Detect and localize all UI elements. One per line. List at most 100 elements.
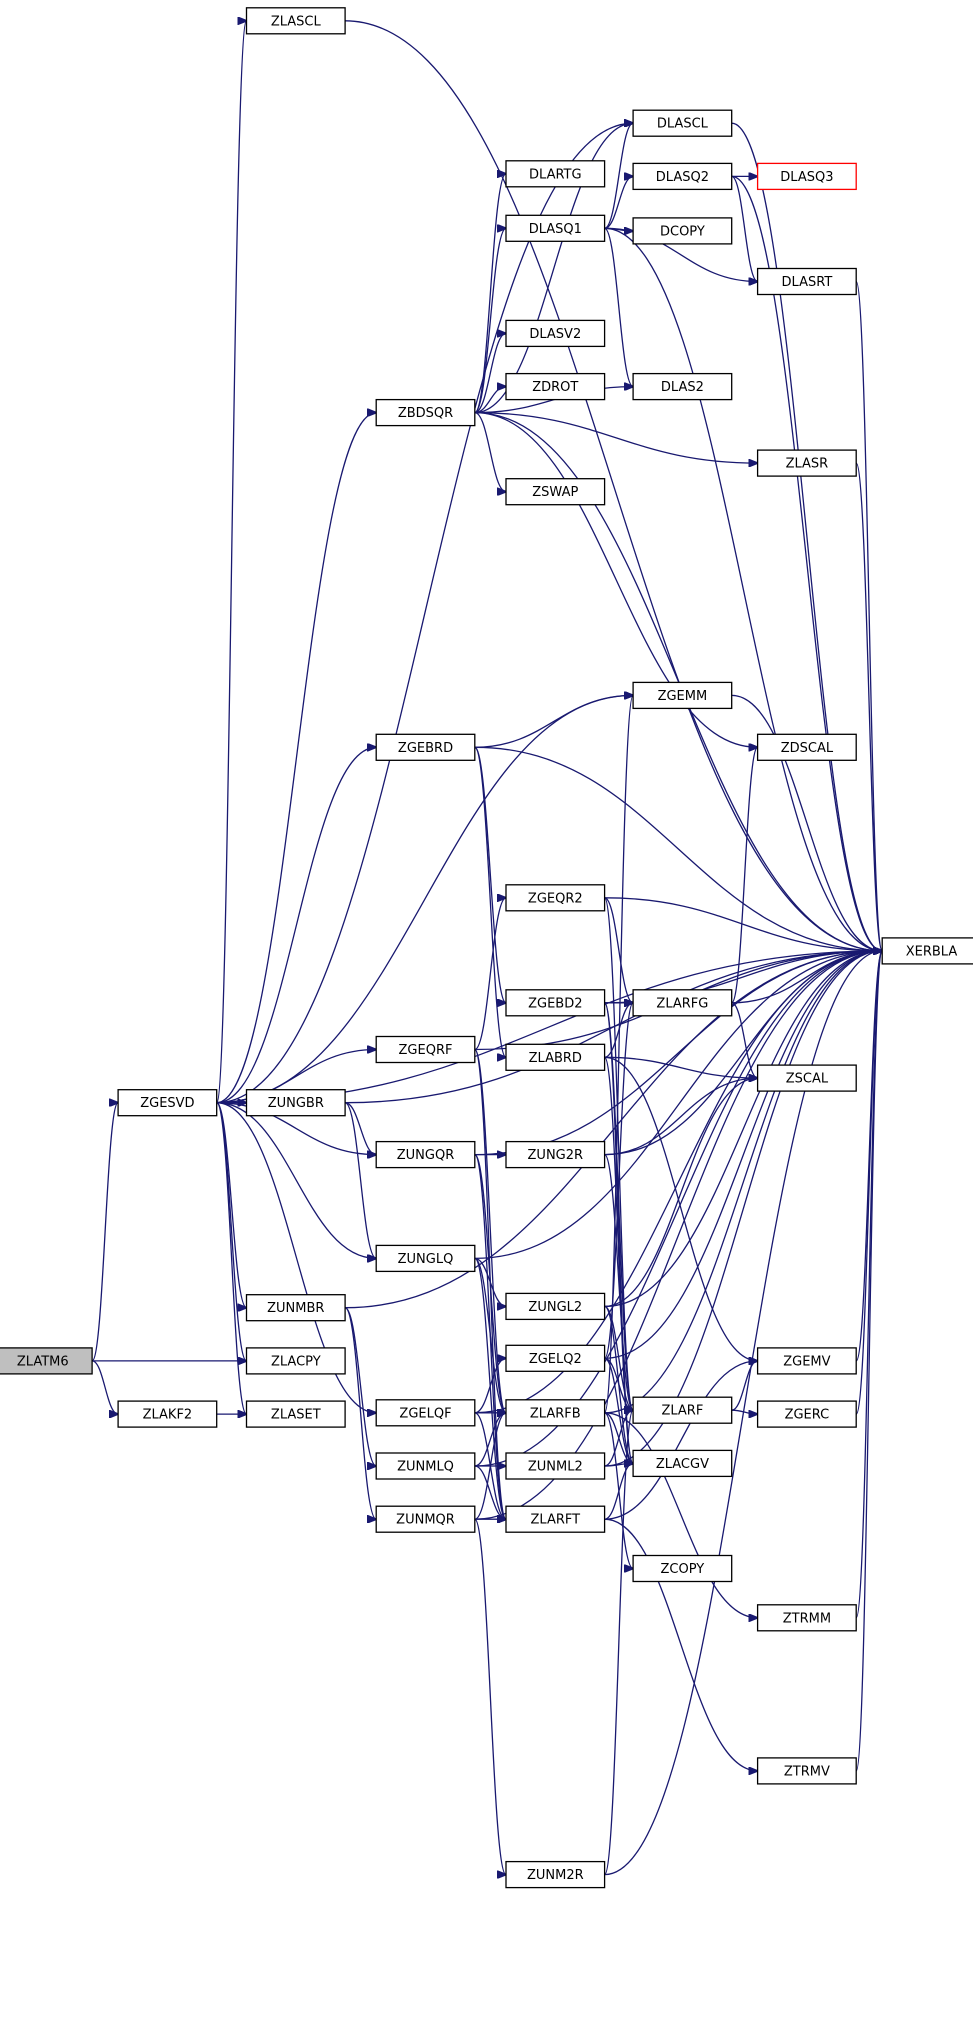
node-dlascl[interactable]: DLASCL [632,109,733,137]
node-xerbla[interactable]: XERBLA [881,937,973,965]
node-zgesvd[interactable]: ZGESVD [117,1089,218,1117]
node-zunmlq[interactable]: ZUNMLQ [375,1452,476,1480]
node-zung2r[interactable]: ZUNG2R [505,1140,606,1169]
node-box [375,1399,476,1427]
node-zlarfb[interactable]: ZLARFB [505,1399,606,1427]
node-zdrot[interactable]: ZDROT [505,372,606,401]
node-zgeqr2[interactable]: ZGEQR2 [505,884,606,912]
node-zungqr[interactable]: ZUNGQR [375,1140,476,1169]
edge-ztrmm-to-xerbla [855,951,882,1619]
edge-zung2r-to-zscal [604,1078,758,1156]
edge-zunglq-to-xerbla [474,951,882,1260]
node-zunmqr[interactable]: ZUNMQR [375,1505,476,1533]
node-zlarfg[interactable]: ZLARFG [632,989,733,1017]
node-zgemv[interactable]: ZGEMV [756,1347,857,1375]
edge-dlasq1-to-xerbla [604,227,883,951]
node-zgelqf[interactable]: ZGELQF [375,1399,476,1427]
edge-zgesvd-to-zlascl [216,21,247,1104]
node-zlatm6[interactable]: ZLATM6 [0,1347,93,1375]
node-zunmbr[interactable]: ZUNMBR [245,1294,346,1322]
edge-zgebrd-to-zgemm [474,695,633,748]
node-box [632,989,733,1017]
edge-ztrmv-to-xerbla [855,951,882,1772]
node-label: ZLARFG [656,996,708,1011]
edge-zgesvd-to-zgelqf [216,1102,377,1413]
node-label: DLASRT [782,275,833,290]
node-label: ZSCAL [786,1072,829,1087]
node-zswap[interactable]: ZSWAP [505,478,606,506]
node-zscal[interactable]: ZSCAL [756,1064,857,1092]
node-zlakf2[interactable]: ZLAKF2 [117,1400,218,1428]
node-zlacpy[interactable]: ZLACPY [245,1347,346,1375]
node-label: DLASQ1 [529,222,582,237]
node-box [245,7,346,35]
node-label: ZGEMV [783,1354,830,1369]
node-box [632,681,733,710]
edge-zunmqr-to-zunm2r [474,1518,506,1874]
edge-zgesvd-to-zungqr [216,1102,377,1155]
node-label: ZUNMLQ [397,1460,454,1475]
node-dlartg[interactable]: DLARTG [505,160,606,188]
node-label: ZSWAP [532,485,578,500]
node-zbdsqr[interactable]: ZBDSQR [375,398,476,427]
node-zgebd2[interactable]: ZGEBD2 [505,989,606,1017]
node-zlascl[interactable]: ZLASCL [245,7,346,35]
node-label: ZLATM6 [17,1354,69,1369]
node-label: ZGESVD [140,1096,194,1111]
node-box [245,1347,346,1375]
node-zlasr[interactable]: ZLASR [756,449,857,477]
node-zgeqrf[interactable]: ZGEQRF [375,1035,476,1064]
node-zungbr[interactable]: ZUNGBR [245,1089,346,1117]
edge-zlarft-to-zlacgv [604,1463,634,1520]
node-zlarft[interactable]: ZLARFT [505,1505,606,1533]
node-box [756,1400,857,1428]
node-ztrmm[interactable]: ZTRMM [756,1604,857,1632]
node-dlasq3[interactable]: DLASQ3 [756,162,857,191]
edge-zgeqr2-to-zlarfg [604,897,634,1003]
node-zgerc[interactable]: ZGERC [756,1400,857,1428]
node-zungl2[interactable]: ZUNGL2 [505,1292,606,1321]
edge-zung2r-to-xerbla [604,951,883,1156]
node-box [756,1757,857,1785]
node-zgelq2[interactable]: ZGELQ2 [505,1344,606,1372]
node-zunm2r[interactable]: ZUNM2R [505,1860,606,1889]
node-zdscal[interactable]: ZDSCAL [756,733,857,761]
node-box [375,1244,476,1273]
node-zgemm[interactable]: ZGEMM [632,681,733,710]
node-dlas2[interactable]: DLAS2 [632,372,733,401]
node-dlasv2[interactable]: DLASV2 [505,319,606,348]
node-box [505,1043,606,1071]
node-label: ZDROT [532,380,578,395]
node-zlacgv[interactable]: ZLACGV [632,1449,733,1478]
edge-zgesvd-to-dlascl [216,123,633,1104]
node-label: ZLASCL [271,14,322,29]
edge-zbdsqr-to-dlasv2 [474,333,506,414]
node-zunglq[interactable]: ZUNGLQ [375,1244,476,1273]
edge-dlascl-to-xerbla [731,122,883,951]
node-zlabrd[interactable]: ZLABRD [505,1043,606,1071]
edge-dlasq2-to-xerbla [731,175,883,951]
node-dlasq2[interactable]: DLASQ2 [632,162,733,191]
node-ztrmv[interactable]: ZTRMV [756,1757,857,1785]
node-zunml2[interactable]: ZUNML2 [505,1452,606,1480]
edge-zungbr-to-zunglq [344,1102,376,1259]
edge-zunglq-to-zlarft [474,1257,506,1519]
node-box [245,1294,346,1322]
node-zcopy[interactable]: ZCOPY [632,1554,733,1583]
node-dlasrt[interactable]: DLASRT [756,267,857,296]
edge-zunmbr-to-zunmqr [344,1307,376,1520]
node-label: ZUNMQR [396,1513,455,1528]
node-label: ZGERC [785,1408,830,1423]
node-zgebrd[interactable]: ZGEBRD [375,733,476,761]
node-zlarf[interactable]: ZLARF [632,1396,733,1424]
node-zlaset[interactable]: ZLASET [245,1400,346,1428]
edge-zgelq2-to-xerbla [604,951,883,1359]
edge-zgesvd-to-zunmbr [216,1102,247,1308]
node-dcopy[interactable]: DCOPY [632,217,733,245]
edge-zgelqf-to-zgelq2 [474,1358,506,1414]
node-dlasq1[interactable]: DLASQ1 [505,214,606,242]
edge-zunmlq-to-zlarft [474,1465,506,1519]
node-label: ZGEBRD [398,741,453,756]
node-box [756,1064,857,1092]
node-label: ZGELQF [399,1406,451,1421]
